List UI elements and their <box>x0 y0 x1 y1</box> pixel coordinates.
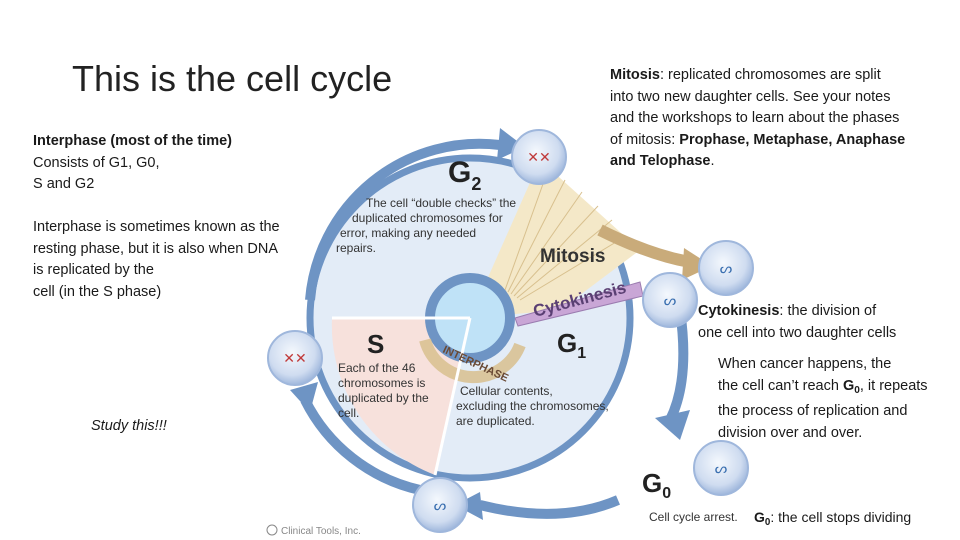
bottom-arrow <box>478 495 620 519</box>
g0-note-text: : the cell stops dividing <box>770 509 912 525</box>
slide-title: This is the cell cycle <box>72 58 393 99</box>
cell-icon-g1: ᔕ <box>412 477 468 533</box>
cancer-g0-sub: 0 <box>854 384 860 396</box>
resting-line3: is replicated by the <box>33 262 154 278</box>
g0-arrowhead <box>655 410 690 440</box>
bottom-arrowhead <box>455 492 483 520</box>
interphase-line2: S and G2 <box>33 176 95 192</box>
cell-icon-s: ✕✕ <box>267 330 323 386</box>
cytokinesis-line1: : the division of <box>779 303 877 319</box>
g0-note: G0: the cell stops dividing <box>754 509 911 528</box>
g0-note-g: G <box>754 509 765 525</box>
resting-line1: Interphase is sometimes known as the <box>33 219 280 235</box>
g0-note-sub: 0 <box>764 517 771 528</box>
g1-label: G1 <box>557 328 586 362</box>
g1-description: Cellular contents, excluding the chromos… <box>456 384 612 428</box>
g2-description: The cell “double checks” the duplicated … <box>336 196 519 255</box>
interphase-ring <box>419 338 526 384</box>
mitosis-line2: into two new daughter cells. See your no… <box>610 88 891 105</box>
s-description: Each of the 46 chromosomes is duplicated… <box>338 361 432 420</box>
mitosis-arrowhead <box>682 248 712 280</box>
mitosis-note: Mitosis: replicated chromosomes are spli… <box>610 65 905 173</box>
resting-line2: resting phase, but it is also when DNA <box>33 240 279 257</box>
arrest-label: Cell cycle arrest. <box>649 510 738 524</box>
s-arrow <box>300 397 422 495</box>
cancer-line4: division over and over. <box>718 424 863 441</box>
cell-icon-cytokinesis: ᔕ <box>642 272 698 328</box>
credit-label: Clinical Tools, Inc. <box>281 526 361 537</box>
mitosis-arrow <box>597 224 692 268</box>
cancer-line1: When cancer happens, the <box>718 356 892 372</box>
cytokinesis-line2: one cell into two daughter cells <box>698 324 897 341</box>
svg-text:✕✕: ✕✕ <box>283 350 306 366</box>
mitosis-label: Mitosis <box>540 246 605 267</box>
cell-icon-g2: ✕✕ <box>511 129 567 185</box>
cytokinesis-term: Cytokinesis <box>698 303 780 319</box>
study-note: Study this!!! <box>91 418 167 434</box>
svg-text:ᔕ: ᔕ <box>664 292 676 308</box>
mitosis-phases-end: and Telophase <box>610 153 711 169</box>
interphase-text: Interphase (most of the time) Consists o… <box>33 131 232 196</box>
svg-text:✕✕: ✕✕ <box>527 149 550 165</box>
cancer-line2-end: , it repeats <box>859 377 928 394</box>
cytokinesis-note: Cytokinesis: the division of one cell in… <box>698 301 896 344</box>
cancer-note: When cancer happens, the the cell can’t … <box>718 354 928 444</box>
mitosis-line4-pre: of mitosis: <box>610 131 680 148</box>
cell-icon-g0: ᔕ <box>693 440 749 496</box>
svg-text:ᔕ: ᔕ <box>434 497 446 513</box>
interphase-line1: Consists of G1, G0, <box>33 154 160 171</box>
mitosis-sector <box>470 160 640 318</box>
cancer-g0: G <box>842 377 855 394</box>
mitosis-line5-end: . <box>710 153 715 169</box>
divider-s-g1 <box>433 317 472 476</box>
svg-text:ᔕ: ᔕ <box>720 260 732 276</box>
mitosis-line1: : replicated chromosomes are split <box>659 67 881 83</box>
copyright-icon <box>266 524 278 536</box>
g2-label: G2 <box>448 156 481 194</box>
mitosis-phases: Prophase, Metaphase, Anaphase <box>679 131 906 148</box>
resting-line4: cell (in the S phase) <box>33 283 162 300</box>
g2-arrow <box>305 138 501 301</box>
g2-arrowhead <box>497 128 525 160</box>
resting-text: Interphase is sometimes known as the res… <box>33 217 280 303</box>
mitosis-term: Mitosis <box>610 67 660 83</box>
mitosis-fan-lines <box>504 169 627 301</box>
cell-icon-mitosis: ᔕ <box>698 240 754 296</box>
mitosis-line3: and the workshops to learn about the pha… <box>610 110 900 126</box>
cancer-line2-pre: the cell can’t reach <box>718 377 843 394</box>
interphase-heading: Interphase (most of the time) <box>33 133 232 149</box>
cancer-line3: the process of replication and <box>718 403 908 419</box>
svg-text:ᔕ: ᔕ <box>715 460 727 476</box>
s-label: S <box>367 329 384 359</box>
s-arrowhead <box>290 382 318 412</box>
g0-label: G0 <box>642 468 671 502</box>
